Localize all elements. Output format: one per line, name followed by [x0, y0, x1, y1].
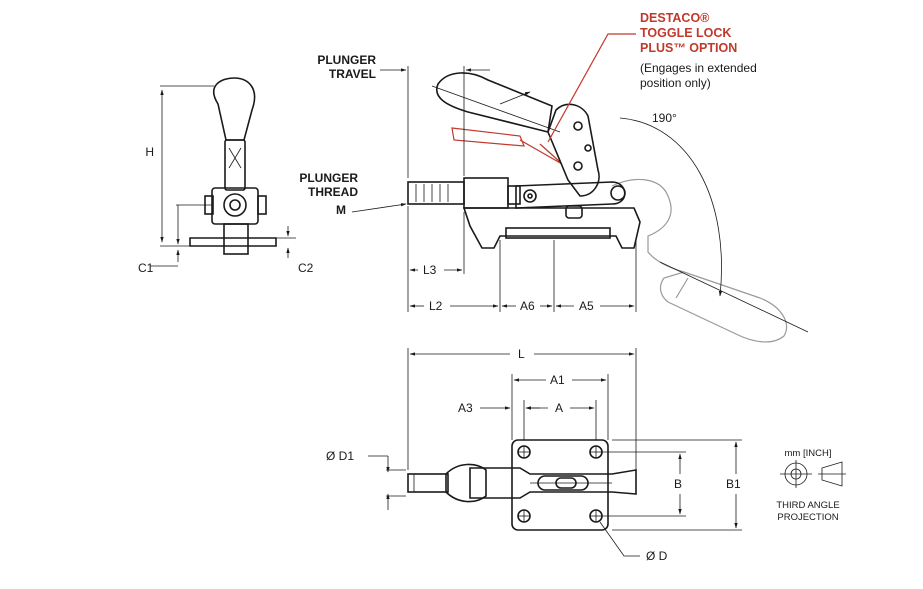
label-m: M [336, 203, 346, 217]
label-a5: A5 [579, 299, 594, 313]
label-plunger-travel-2: TRAVEL [329, 67, 376, 81]
label-plunger-thread-1: PLUNGER [299, 171, 358, 185]
label-l: L [518, 347, 525, 361]
callout-note2: position only) [640, 76, 711, 90]
label-c2: C2 [298, 261, 314, 275]
label-plunger-thread-2: THREAD [308, 185, 358, 199]
label-l2: L2 [429, 299, 443, 313]
label-angle: 190° [652, 111, 677, 125]
side-view: H C1 C2 [138, 77, 314, 275]
label-d1: Ø D1 [326, 449, 354, 463]
label-b1: B1 [726, 477, 741, 491]
label-h: H [145, 145, 154, 159]
projection-line1: THIRD ANGLE [776, 500, 839, 511]
top-view: L A1 A A3 [326, 347, 742, 563]
label-l3: L3 [423, 263, 437, 277]
callout-note1: (Engages in extended [640, 61, 757, 75]
projection-symbol: mm [INCH] THIRD ANGLE PROJECTION [776, 448, 846, 523]
callout-line2: TOGGLE LOCK [640, 26, 731, 40]
front-view: 190° PLUNGER [299, 11, 809, 343]
callout-line3: PLUS™ OPTION [640, 41, 737, 55]
label-a3: A3 [458, 401, 473, 415]
projection-units: mm [INCH] [785, 448, 832, 459]
label-a: A [555, 401, 563, 415]
label-plunger-travel-1: PLUNGER [317, 53, 376, 67]
projection-line2: PROJECTION [777, 512, 838, 523]
callout-line1: DESTACO® [640, 11, 710, 25]
label-a1: A1 [550, 373, 565, 387]
label-b: B [674, 477, 682, 491]
label-c1: C1 [138, 261, 154, 275]
label-d: Ø D [646, 549, 668, 563]
label-a6: A6 [520, 299, 535, 313]
